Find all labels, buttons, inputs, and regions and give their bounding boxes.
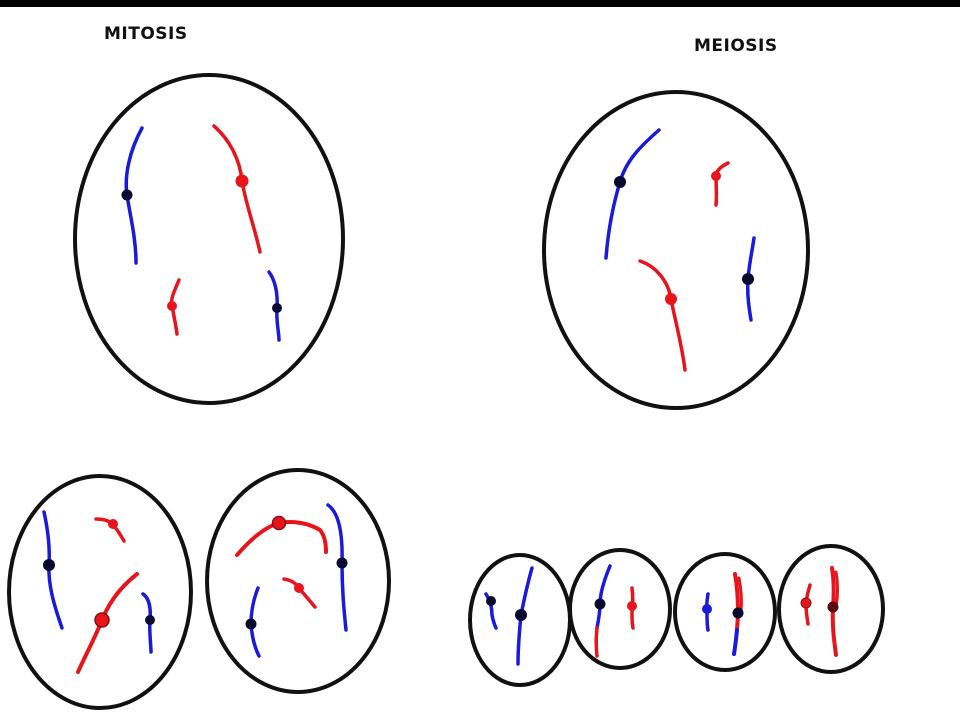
chromosome-red — [235, 519, 328, 557]
centromere — [742, 273, 754, 285]
centromere — [336, 557, 348, 569]
meiosis-gamete-3 — [673, 552, 777, 672]
centromere — [145, 615, 155, 625]
top-bar — [0, 0, 960, 7]
meiosis-parent-cell — [542, 90, 810, 410]
chromosome-blue — [604, 128, 661, 260]
cell-membrane — [673, 552, 777, 672]
centromere — [614, 176, 626, 188]
chromosome-red — [834, 570, 839, 609]
meiosis-gamete-4 — [777, 544, 885, 674]
mitosis-daughter-cell-2 — [205, 468, 391, 694]
chromosome-blue — [732, 628, 739, 656]
meiosis-label: MEIOSIS — [694, 36, 778, 56]
cell-membrane — [542, 90, 810, 410]
cell-membrane — [7, 474, 193, 710]
centromere — [245, 618, 257, 630]
centromere — [486, 596, 496, 606]
centromere — [94, 612, 110, 628]
centromere — [665, 293, 677, 305]
mitosis-daughter-cell-1 — [7, 474, 193, 710]
centromere — [732, 607, 744, 619]
centromere — [515, 609, 527, 621]
centromere — [594, 598, 606, 610]
chromosome-blue — [595, 564, 612, 630]
centromere — [294, 583, 304, 593]
centromere — [271, 515, 287, 531]
chromosome-red — [733, 572, 740, 632]
centromere — [121, 189, 133, 201]
cell-membrane — [205, 468, 391, 694]
centromere — [702, 604, 712, 614]
chromosome-red — [714, 161, 730, 207]
centromere — [108, 519, 118, 529]
chromosome-red — [638, 259, 687, 372]
centromere — [800, 597, 812, 609]
centromere — [627, 601, 637, 611]
cell-membrane — [73, 73, 345, 405]
centromere — [827, 601, 839, 613]
centromere — [711, 171, 721, 181]
meiosis-gamete-2 — [568, 548, 672, 670]
cell-membrane — [568, 548, 672, 670]
chromosome-red — [594, 626, 599, 658]
centromere — [272, 303, 282, 313]
meiosis-gamete-1 — [468, 553, 572, 687]
chromosome-red — [212, 124, 262, 254]
cell-membrane — [777, 544, 885, 674]
mitosis-parent-cell — [73, 73, 345, 405]
mitosis-label: MITOSIS — [104, 24, 188, 44]
centromere — [43, 559, 55, 571]
centromere — [167, 301, 177, 311]
chromosome-red — [630, 586, 635, 630]
centromere — [235, 174, 249, 188]
